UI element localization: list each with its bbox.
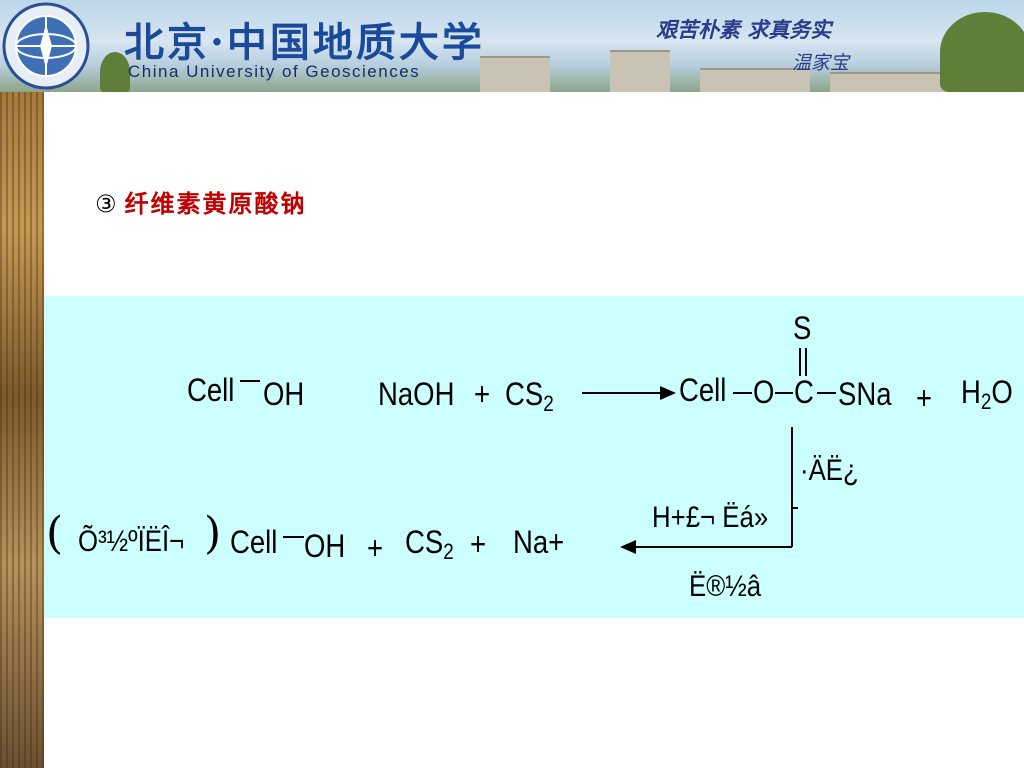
product-oxygen: O (753, 374, 775, 410)
motto-signature: 温家宝 (792, 52, 850, 74)
banner-building (700, 68, 810, 92)
plus-sign: + (916, 380, 933, 416)
plus-sign: + (367, 530, 384, 566)
university-motto: 艰苦朴素 求真务实 (656, 17, 832, 42)
regen-cs2: CS2 (405, 524, 454, 564)
product-sna: SNa (838, 376, 892, 412)
university-name-en: China University of Geosciences (128, 62, 421, 81)
banner-building (830, 72, 950, 92)
product-sulfur: S (793, 310, 812, 346)
reagent-cs2: CS2 (505, 376, 554, 416)
reactant-cell: Cell (187, 372, 235, 408)
university-logo-icon (2, 2, 90, 90)
product-water: H2O (961, 374, 1013, 414)
title-text: 纤维素黄原酸钠 (124, 189, 307, 218)
title-marker: ③ (95, 190, 117, 218)
paren-close: ) (204, 508, 222, 559)
decorative-tree-strip (0, 92, 44, 768)
forward-arrow-head (660, 386, 676, 400)
header-banner: 北京·中国地质大学 China University of Geoscience… (0, 0, 1024, 92)
university-name-cn: 北京·中国地质大学 (124, 19, 485, 66)
paren-open: ( (46, 508, 64, 559)
banner-tree (940, 12, 1024, 92)
banner-tree (100, 52, 130, 92)
regen-oh: OH (304, 528, 346, 564)
regen-na-ion: Na+ (513, 524, 565, 560)
product-cell: Cell (679, 372, 727, 408)
reverse-arrow-head (620, 540, 636, 554)
step-label-2: H+£¬ Ëá» (652, 501, 769, 534)
product-carbon: C (794, 374, 814, 410)
step-label-1: ·ÄË¿ (800, 454, 859, 487)
plus-sign: + (474, 376, 491, 412)
banner-building (480, 56, 550, 92)
reactant-oh: OH (263, 376, 305, 412)
reagent-naoh: NaOH (378, 376, 455, 412)
reaction-panel (44, 296, 1024, 618)
regen-cell: Cell (230, 524, 278, 560)
plus-sign: + (470, 526, 487, 562)
banner-building (610, 50, 670, 92)
step-label-3: Ë®½â (689, 570, 762, 603)
regen-label: Õ³½ºÏËÎ¬ (78, 525, 185, 558)
